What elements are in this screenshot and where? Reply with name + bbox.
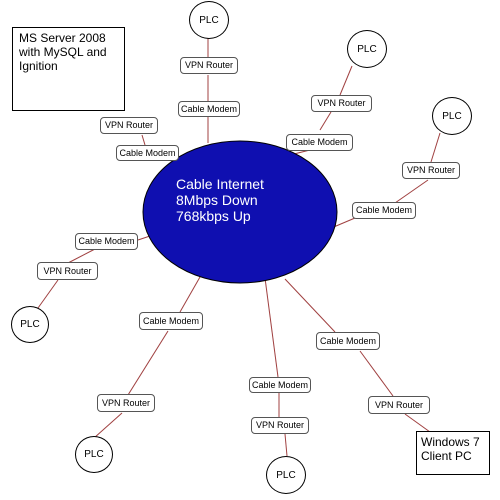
link-line	[430, 132, 441, 163]
cable-modem-node: Cable Modem	[249, 377, 311, 393]
plc-node: PLC	[266, 456, 306, 494]
cable-modem-node: Cable Modem	[286, 134, 353, 151]
vpn-router-node: VPN Router	[402, 162, 460, 179]
cable-modem-node: Cable Modem	[352, 202, 416, 219]
link-line	[359, 350, 394, 397]
link-line	[319, 111, 332, 131]
plc-node: PLC	[75, 436, 113, 473]
plc-node: PLC	[347, 30, 387, 68]
link-line	[339, 65, 353, 96]
plc-node: PLC	[11, 306, 49, 343]
cable-modem-node: Cable Modem	[116, 145, 179, 161]
link-line	[37, 279, 59, 309]
cable-modem-node: Cable Modem	[316, 332, 380, 350]
link-line	[404, 413, 431, 433]
cloud-label-line: Cable Internet	[176, 176, 264, 192]
cable-modem-node: Cable Modem	[139, 312, 203, 330]
cloud-label: Cable Internet 8Mbps Down 768kbps Up	[176, 176, 264, 224]
cable-modem-node: Cable Modem	[178, 101, 240, 117]
cable-modem-node: Cable Modem	[75, 233, 138, 250]
link-line	[284, 433, 288, 457]
client-pc-line: Windows 7	[421, 435, 480, 449]
client-pc-box: Windows 7 Client PC	[416, 431, 490, 475]
link-line	[264, 277, 279, 378]
link-line	[137, 235, 151, 241]
cable-internet-cloud	[142, 140, 338, 284]
link-line	[394, 179, 429, 204]
cloud-label-line: 8Mbps Down	[176, 192, 258, 208]
client-pc-line: Client PC	[421, 449, 472, 463]
link-line	[127, 330, 169, 396]
vpn-router-node: VPN Router	[37, 262, 98, 280]
server-box-line: with MySQL and	[19, 45, 107, 59]
server-box: MS Server 2008 with MySQL and Ignition	[12, 27, 125, 111]
vpn-router-node: VPN Router	[368, 396, 430, 414]
vpn-router-node: VPN Router	[180, 57, 238, 74]
link-lines	[37, 37, 441, 457]
plc-node: PLC	[189, 1, 229, 39]
link-line	[141, 134, 146, 146]
plc-node: PLC	[432, 97, 472, 135]
vpn-router-node: VPN Router	[311, 95, 372, 112]
server-box-line: MS Server 2008	[19, 31, 106, 45]
link-line	[284, 278, 336, 333]
vpn-router-node: VPN Router	[251, 417, 309, 434]
link-line	[93, 412, 123, 439]
cloud-label-line: 768kbps Up	[176, 208, 251, 224]
server-box-line: Ignition	[19, 59, 58, 73]
link-line	[67, 248, 96, 264]
vpn-router-node: VPN Router	[97, 394, 155, 412]
vpn-router-node: VPN Router	[100, 117, 158, 134]
